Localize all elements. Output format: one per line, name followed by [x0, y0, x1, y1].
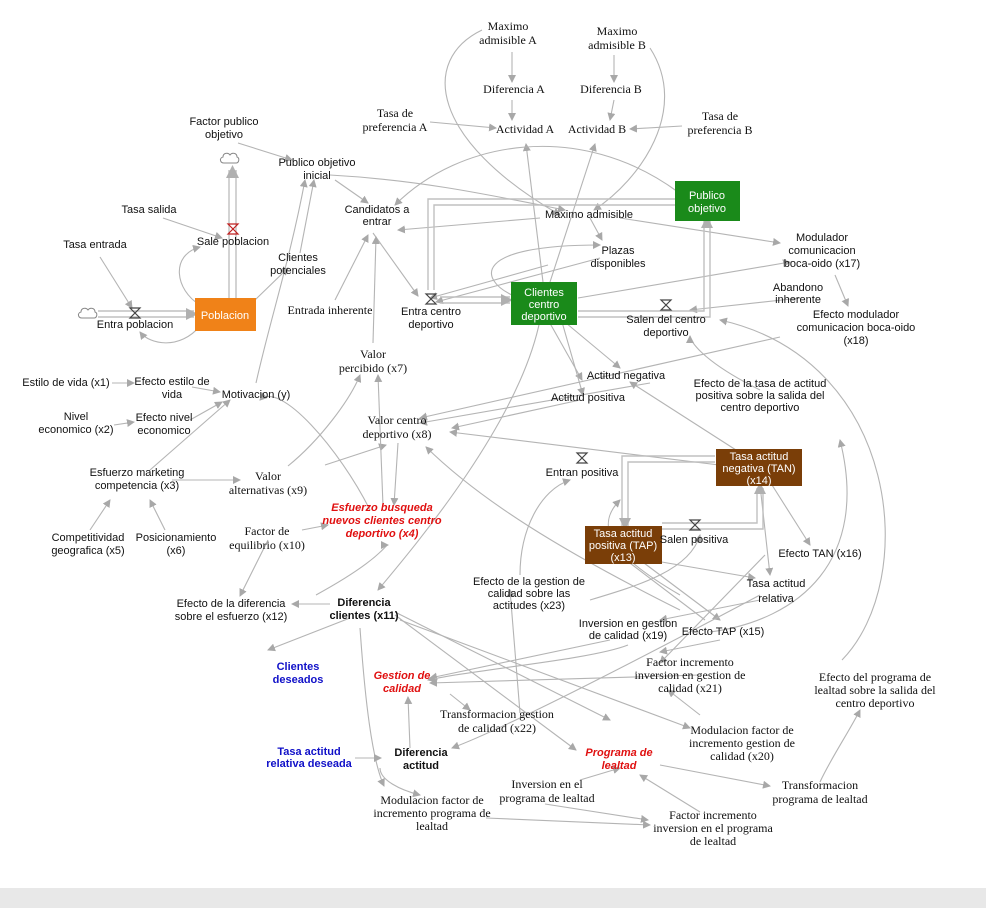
cloud-icon	[220, 152, 240, 164]
valve-icon	[128, 307, 142, 319]
var-motivacion[interactable]: Motivacion (y)	[222, 389, 290, 401]
var-actitud-negativa[interactable]: Actitud negativa	[587, 370, 666, 382]
var-efecto-tan[interactable]: Efecto TAN (x16)	[778, 548, 861, 560]
var-posicionamiento[interactable]: Posicionamiento(x6)	[136, 532, 217, 557]
bottom-bar	[0, 888, 986, 908]
valve-icon	[575, 452, 589, 464]
valve-icon	[659, 299, 673, 311]
var-entrada-inherente[interactable]: Entrada inherente	[288, 303, 373, 317]
stock-poblacion[interactable]: Poblacion	[195, 298, 256, 331]
var-actividad-b[interactable]: Actividad B	[568, 122, 626, 136]
flow-pipes	[98, 170, 764, 530]
flow-entra-poblacion[interactable]: Entra poblacion	[97, 319, 173, 331]
var-efecto-tap[interactable]: Efecto TAP (x15)	[682, 626, 765, 638]
valve-icon	[688, 519, 702, 531]
connector-arrows	[89, 29, 886, 829]
var-estilo-de-vida[interactable]: Estilo de vida (x1)	[22, 377, 109, 389]
flow-pipe-arrowheads	[186, 165, 766, 530]
valve-icon	[226, 223, 240, 235]
var-diferencia-b[interactable]: Diferencia B	[580, 82, 642, 96]
var-tasa-salida[interactable]: Tasa salida	[121, 204, 177, 216]
cloud-icon	[78, 307, 98, 319]
var-maximo-admisible[interactable]: Maximo admisible	[545, 209, 633, 221]
stock-label: Poblacion	[201, 310, 249, 322]
var-tasa-entrada[interactable]: Tasa entrada	[63, 239, 127, 251]
var-actitud-positiva[interactable]: Actitud positiva	[551, 392, 626, 404]
var-diferencia-a[interactable]: Diferencia A	[483, 82, 545, 96]
valve-icon	[424, 293, 438, 305]
var-actividad-a[interactable]: Actividad A	[496, 122, 555, 136]
flow-entran-positiva[interactable]: Entran positiva	[546, 467, 620, 479]
valve-icons	[128, 223, 702, 531]
flow-sale-poblacion[interactable]: Sale poblacion	[197, 236, 269, 248]
flow-salen-positiva[interactable]: Salen positiva	[660, 534, 729, 546]
